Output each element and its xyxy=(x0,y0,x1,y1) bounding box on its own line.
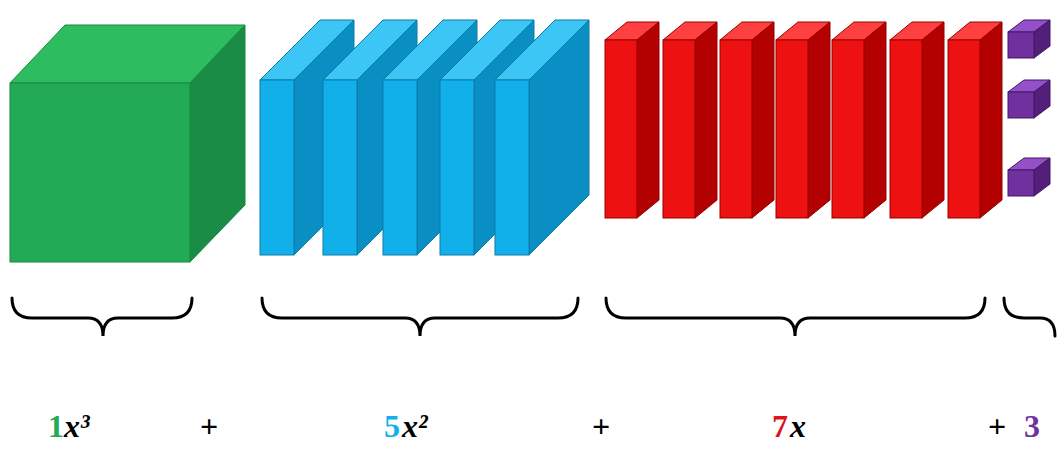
brace xyxy=(1004,298,1055,336)
block-face xyxy=(663,40,695,218)
block-face xyxy=(383,80,417,255)
block-face xyxy=(720,40,752,218)
block-face xyxy=(529,20,589,255)
block-face xyxy=(323,80,357,255)
plus-sign: + xyxy=(200,410,218,442)
braces xyxy=(12,298,1055,336)
block-face xyxy=(752,22,774,218)
block-face xyxy=(1034,158,1050,196)
plus-sign: + xyxy=(592,410,610,442)
variable-term: x³ xyxy=(64,410,90,442)
cube-block xyxy=(10,25,245,262)
block-face xyxy=(864,22,886,218)
block-face xyxy=(1034,20,1050,58)
block-face xyxy=(637,22,659,218)
variable-term: x² xyxy=(402,410,428,442)
block-face xyxy=(495,80,529,255)
block-face xyxy=(948,40,980,218)
block-face xyxy=(695,22,717,218)
block-face xyxy=(808,22,830,218)
coefficient: 1 xyxy=(48,410,64,442)
block-face xyxy=(1008,170,1034,196)
block-face xyxy=(890,40,922,218)
brace xyxy=(12,298,192,336)
square-blocks xyxy=(260,20,589,255)
brace xyxy=(262,298,578,336)
block-face xyxy=(260,80,294,255)
unit-blocks xyxy=(1008,20,1050,196)
block-face xyxy=(776,40,808,218)
constant: 3 xyxy=(1024,410,1040,442)
block-face xyxy=(832,40,864,218)
block-face xyxy=(922,22,944,218)
block-face xyxy=(980,22,1002,218)
coefficient: 5 xyxy=(384,410,400,442)
variable-term: x xyxy=(790,410,806,442)
plus-sign: + xyxy=(988,410,1006,442)
brace xyxy=(606,298,985,336)
block-face xyxy=(1034,80,1050,118)
block-face xyxy=(1008,92,1034,118)
block-face xyxy=(605,40,637,218)
coefficient: 7 xyxy=(772,410,788,442)
rod-blocks xyxy=(605,22,1002,218)
block-face xyxy=(1008,32,1034,58)
block-face xyxy=(440,80,474,255)
